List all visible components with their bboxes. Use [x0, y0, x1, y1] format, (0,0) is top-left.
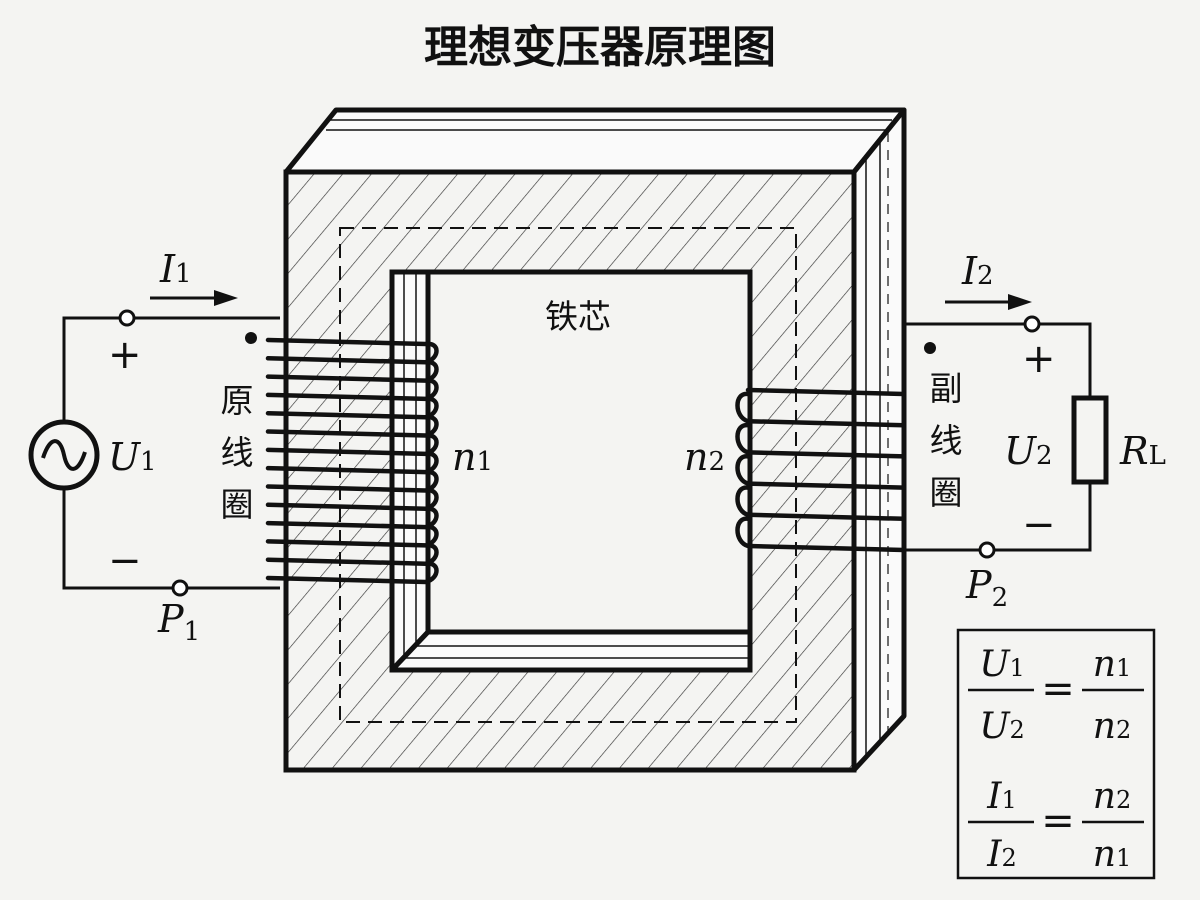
coil-turn — [265, 337, 429, 347]
coil-turn — [735, 485, 907, 522]
formula-i1: I1 — [986, 776, 1017, 817]
formula-n2-top: n2 — [1093, 776, 1131, 817]
secondary-coil — [735, 387, 907, 553]
core-right-face — [851, 107, 907, 773]
coil-turn — [735, 391, 907, 428]
formula-i2: I2 — [986, 834, 1017, 875]
voltage-ratio-formula: U1 U2 = n1 n2 — [968, 644, 1144, 747]
core-label: 铁芯 — [545, 297, 611, 336]
secondary-coil-label-3: 圈 — [930, 473, 963, 512]
coil-turn — [735, 422, 907, 459]
iron-core — [283, 107, 907, 773]
arrow-head-icon — [214, 290, 238, 306]
label-n2: n2 — [684, 435, 725, 479]
arrow-head-icon — [1008, 294, 1032, 310]
primary-circuit — [28, 290, 280, 597]
coil-turn — [735, 454, 907, 490]
formula-u2: U2 — [979, 706, 1025, 747]
secondary-plus-sign: + — [1022, 336, 1056, 382]
secondary-coil-label-1: 副 — [930, 369, 963, 408]
sine-wave-icon — [41, 439, 87, 471]
formula-equals-1: = — [1041, 666, 1075, 712]
secondary-minus-sign: − — [1022, 502, 1056, 548]
label-i1: I1 — [159, 247, 192, 291]
label-p1: P1 — [157, 597, 200, 647]
label-u2: U2 — [1004, 429, 1053, 473]
secondary-coil-label-2: 线 — [930, 421, 963, 460]
primary-terminal-top — [118, 309, 136, 327]
current-ratio-formula: I1 I2 = n2 n1 — [968, 776, 1144, 875]
primary-coil-label-1: 原 — [221, 381, 254, 420]
formula-u1: U1 — [979, 644, 1025, 685]
secondary-circuit — [904, 294, 1109, 559]
label-p2: P2 — [965, 563, 1008, 613]
load-resistor — [1071, 395, 1109, 485]
label-n1: n1 — [452, 435, 493, 479]
primary-terminal-p1 — [171, 579, 189, 597]
diagram-title: 理想变压器原理图 — [424, 22, 776, 73]
flux-path — [339, 227, 797, 723]
formula-n1-bottom: n1 — [1093, 834, 1131, 875]
coil-turn — [265, 561, 439, 585]
label-i2: I2 — [961, 249, 994, 293]
label-u1: U1 — [108, 435, 157, 479]
formula-n1-top: n1 — [1093, 644, 1131, 685]
formula-box: U1 U2 = n1 n2 I1 I2 = n2 n1 — [956, 628, 1156, 880]
secondary-polarity-dot — [924, 342, 936, 354]
coil-turn — [745, 387, 907, 397]
formula-n2-bottom: n2 — [1093, 706, 1131, 747]
label-rl: RL — [1119, 429, 1166, 473]
secondary-terminal-top — [1023, 315, 1041, 333]
secondary-terminal-p2 — [978, 541, 996, 559]
primary-minus-sign: − — [108, 538, 142, 584]
coil-turn — [735, 516, 907, 553]
primary-polarity-dot — [245, 332, 257, 344]
primary-coil-label-3: 圈 — [221, 485, 254, 524]
primary-coil — [265, 337, 439, 585]
primary-plus-sign: + — [108, 332, 142, 378]
formula-equals-2: = — [1041, 798, 1075, 844]
primary-coil-label-2: 线 — [221, 433, 254, 472]
